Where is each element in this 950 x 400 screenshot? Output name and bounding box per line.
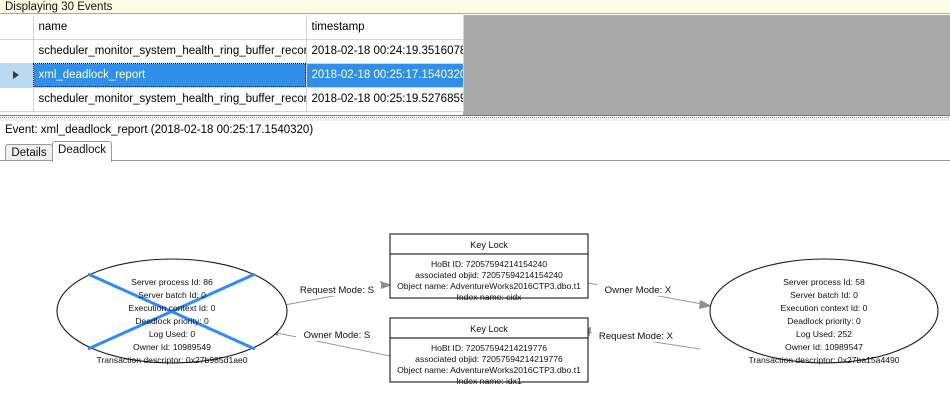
resource-bottom-title: Key Lock (470, 324, 508, 334)
row-selector-header (0, 15, 34, 40)
grid-empty-area (463, 15, 950, 115)
resource-bottom-line-0: HoBt ID: 72057594214219776 (431, 343, 547, 353)
resource-bottom-line-2: Object name: AdventureWorks2016CTP3.dbo.… (397, 365, 581, 375)
edge-label-owner-mode-x: Owner Mode: X (597, 283, 679, 296)
deadlock-victim-cross-icon (87, 272, 256, 351)
current-row-arrow-icon (13, 71, 20, 79)
svg-text:Request Mode: X: Request Mode: X (599, 331, 674, 342)
tab-deadlock[interactable]: Deadlock (52, 141, 112, 162)
victim-line-0: Server process Id: 86 (131, 277, 213, 287)
edge-label-owner-mode-s: Owner Mode: S (296, 328, 378, 341)
survivor-line-5: Owner Id: 10989547 (785, 342, 863, 352)
resource-top-line-0: HoBt ID: 72057594214154240 (431, 259, 547, 269)
table-header-row: name timestamp (0, 15, 464, 40)
svg-text:Request Mode: S: Request Mode: S (300, 285, 374, 296)
survivor-line-0: Server process Id: 58 (783, 277, 865, 287)
table-row-selected[interactable]: xml_deadlock_report 2018-02-18 00:25:17.… (0, 63, 464, 88)
victim-line-6: Transaction descriptor: 0x27b985d1ae0 (96, 355, 247, 365)
displaying-events-banner: Displaying 30 Events (0, 0, 950, 14)
row-selector-cell[interactable] (0, 87, 34, 112)
svg-text:Owner Mode: S: Owner Mode: S (304, 330, 371, 341)
victim-line-5: Owner Id: 10989549 (133, 342, 211, 352)
resource-top-line-3: Index name: cidx (457, 292, 523, 302)
survivor-line-6: Transaction descriptor: 0x27ba15a4490 (748, 355, 899, 365)
cell-name[interactable]: scheduler_monitor_system_health_ring_buf… (33, 39, 307, 64)
survivor-line-2: Execution context Id: 0 (781, 303, 868, 313)
victim-line-2: Execution context Id: 0 (129, 303, 216, 313)
edge-label-request-mode-x: Request Mode: X (592, 329, 680, 342)
resource-bottom-line-1: associated objid: 72057594214219776 (415, 354, 563, 364)
event-caption: Event: xml_deadlock_report (2018-02-18 0… (0, 121, 950, 139)
process-node-survivor[interactable]: Server process Id: 58 Server batch Id: 0… (709, 258, 939, 365)
table-row[interactable]: scheduler_monitor_system_health_ring_buf… (0, 39, 464, 64)
resource-top-line-2: Object name: AdventureWorks2016CTP3.dbo.… (397, 281, 581, 291)
cell-name[interactable]: xml_deadlock_report (33, 63, 307, 88)
tab-details[interactable]: Details (5, 144, 53, 161)
cell-timestamp[interactable]: 2018-02-18 00:24:19.3516078 (306, 39, 464, 64)
resource-node-key-lock-bottom[interactable]: Key Lock HoBt ID: 72057594214219776 asso… (389, 317, 589, 386)
edge-label-request-mode-s: Request Mode: S (293, 283, 381, 296)
survivor-line-1: Server batch Id: 0 (790, 290, 858, 300)
tab-strip: Details Deadlock (0, 140, 950, 162)
resource-top-line-1: associated objid: 72057594214154240 (415, 270, 563, 280)
victim-line-3: Deadlock priority: 0 (135, 316, 209, 326)
horizontal-splitter[interactable] (0, 116, 950, 121)
victim-line-1: Server batch Id: 0 (138, 290, 206, 300)
resource-top-title: Key Lock (470, 240, 508, 250)
events-table[interactable]: name timestamp scheduler_monitor_system_… (0, 15, 464, 112)
table-row[interactable]: scheduler_monitor_system_health_ring_buf… (0, 87, 464, 112)
cell-timestamp[interactable]: 2018-02-18 00:25:17.1540320 (306, 63, 464, 88)
svg-text:Owner Mode: X: Owner Mode: X (605, 285, 672, 296)
resource-node-key-lock-top[interactable]: Key Lock HoBt ID: 72057594214154240 asso… (389, 233, 589, 302)
row-selector-cell[interactable] (0, 39, 34, 64)
cell-timestamp[interactable]: 2018-02-18 00:25:19.5276859 (306, 87, 464, 112)
cell-name[interactable]: scheduler_monitor_system_health_ring_buf… (33, 87, 307, 112)
survivor-line-3: Deadlock priority: 0 (787, 316, 861, 326)
survivor-line-4: Log Used: 252 (796, 329, 852, 339)
resource-bottom-line-3: Index name: idx1 (456, 376, 522, 386)
events-grid[interactable]: name timestamp scheduler_monitor_system_… (0, 15, 950, 116)
column-header-timestamp[interactable]: timestamp (306, 15, 464, 40)
victim-line-4: Log Used: 0 (149, 329, 196, 339)
row-selector-cell[interactable] (0, 63, 34, 88)
column-header-name[interactable]: name (33, 15, 307, 40)
deadlock-graph-canvas[interactable]: Server process Id: 86 Server batch Id: 0… (0, 160, 950, 400)
process-node-victim[interactable]: Server process Id: 86 Server batch Id: 0… (56, 258, 288, 365)
